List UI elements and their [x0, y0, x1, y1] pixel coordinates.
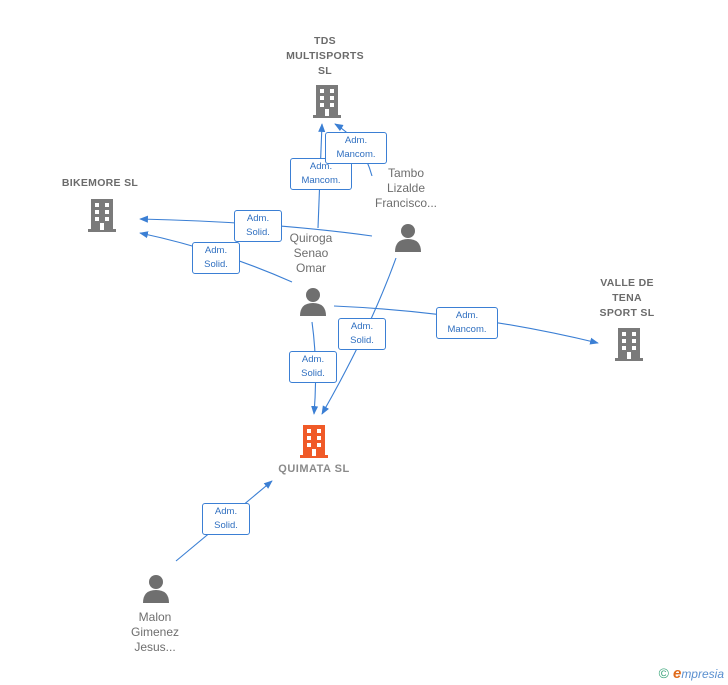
person-icon-malon[interactable] [141, 573, 171, 603]
copyright-icon: © [658, 665, 669, 681]
edge-label-quiroga-quimata: Adm. Solid. [289, 351, 337, 383]
edge-label-malon-quimata: Adm. Solid. [202, 503, 250, 535]
building-icon-quimata[interactable] [298, 424, 330, 458]
building-icon-valle[interactable] [613, 327, 645, 361]
person-icon-quiroga[interactable] [298, 286, 328, 316]
person-label-tambo[interactable]: Tambo Lizalde Francisco... [374, 166, 437, 210]
brand-logo-initial: e [672, 665, 682, 682]
edge-label-tambo-tds: Adm. Mancom. [325, 132, 387, 164]
person-label-malon[interactable]: Malon Gimenez Jesus... [130, 610, 180, 654]
building-icon-tds[interactable] [311, 84, 343, 118]
brand-logo-text: mpresia [681, 667, 724, 681]
person-icon-tambo[interactable] [393, 222, 423, 252]
edge-label-quiroga-bikemore: Adm. Solid. [192, 242, 240, 274]
person-label-quiroga[interactable]: Quiroga Senao Omar [289, 231, 333, 275]
company-label-quimata[interactable]: QUIMATA SL [278, 463, 350, 475]
edge-label-quiroga-valle: Adm. Mancom. [436, 307, 498, 339]
company-label-bikemore[interactable]: BIKEMORE SL [61, 177, 139, 189]
edge-label-tambo-quimata: Adm. Solid. [338, 318, 386, 350]
edge-label-tambo-bikemore: Adm. Solid. [234, 210, 282, 242]
company-label-tds[interactable]: TDS MULTISPORTS SL [286, 35, 364, 77]
brand-footer: ©empresia [659, 665, 724, 682]
building-icon-bikemore[interactable] [86, 198, 118, 232]
company-label-valle[interactable]: VALLE DE TENA SPORT SL [599, 277, 655, 319]
